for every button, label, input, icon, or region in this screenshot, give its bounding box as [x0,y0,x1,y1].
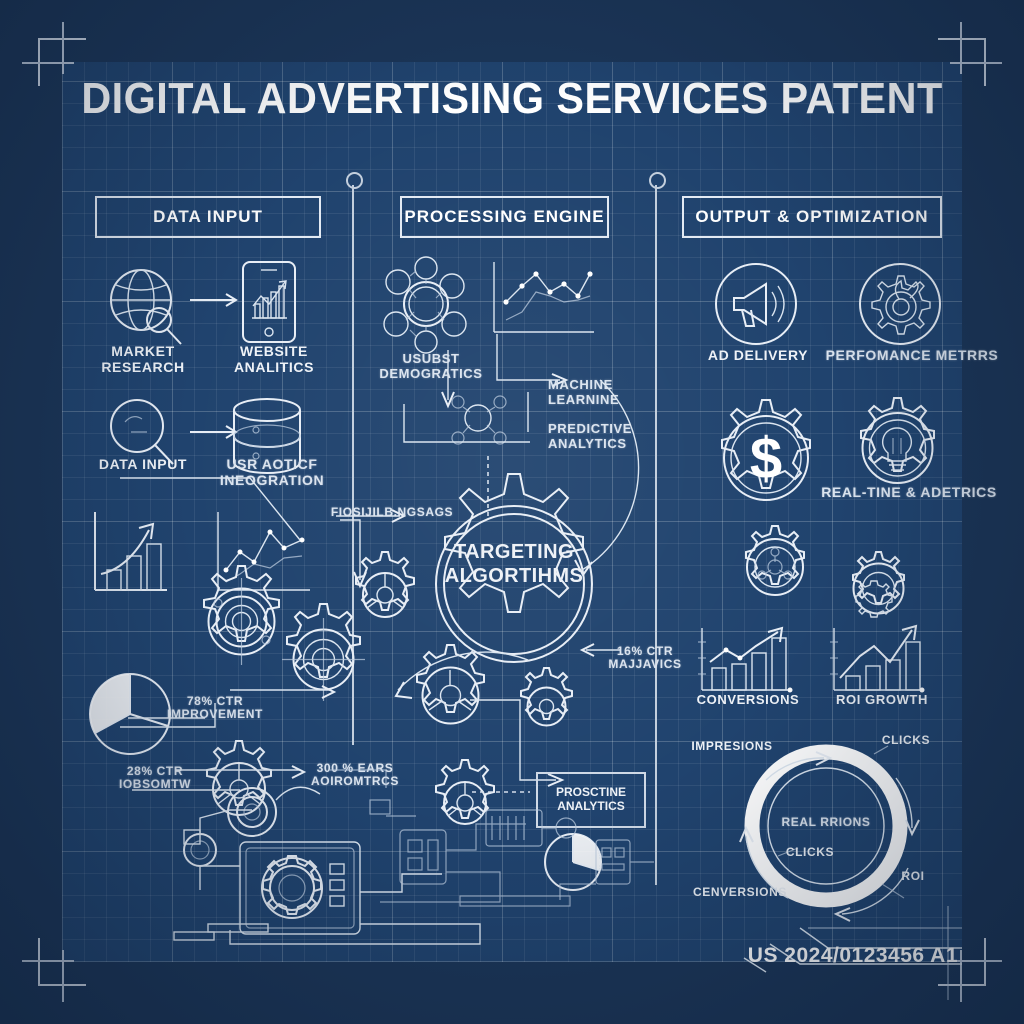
conversions-chart [698,626,793,693]
arc-arrow-2-head [394,681,413,699]
dollar-gear-icon: $ [721,399,811,501]
gear-icon [435,473,593,663]
cycle-stage-conversions: CENVERSIONS [693,885,787,899]
registration-tick [22,960,74,962]
annotation-roi-metrics: 300 % EARS AOIROMTRCS [311,761,399,789]
cycle-donut-chart [739,744,920,922]
registration-tick [950,62,1002,64]
column-divider-left [352,185,354,745]
page-title: DIGITAL ADVERTISING SERVICES PATENT [81,74,943,123]
cycle-stage-clicks: CLICKS [881,733,931,747]
label-website-analytics: WEBSITE ANALITICS [233,343,315,375]
boxed-label-predictive-analytics: PROSCTINE ANALYTICS [536,772,646,828]
divider-terminal-left [346,172,363,189]
divider-terminal-right [649,172,666,189]
section-header-processing-engine: PROCESSING ENGINE [400,196,609,238]
label-real-time-ad-metrics: REAL-TINE & ADETRICS [821,484,997,500]
lightbulb-gear-icon [860,397,935,484]
network-nodes-icon [451,395,507,445]
annotation-ctr-metrics: 16% CTR MAJJAVICS [608,644,682,672]
arrow-icon [190,293,238,307]
blueprint-paper [62,62,962,962]
annotation-processing-1: FIOSIJILB.NGSAGS [330,505,454,519]
gear-icon [520,667,573,727]
crop-mark-bottom-right [938,938,986,986]
annotation-ctr-improvement: 78% CTR IMPROVEMENT [167,694,263,722]
registration-tick [960,22,962,74]
label-targeting-algorithms: TARGETING ALGORTIHMS [444,541,584,587]
patent-number: US 2024/0123456 A1 [747,944,958,967]
gear-icon [203,565,280,665]
roi-growth-chart [830,624,925,693]
svg-text:$: $ [750,426,782,491]
cycle-inner-label: CLICKS [785,845,835,859]
cycle-stage-roi: ROI [901,869,925,883]
arc-arrow-head [574,559,593,577]
gear-icon [435,759,495,825]
section-header-output-optimization: OUTPUT & OPTIMIZATION [682,196,942,238]
label-conversions-chart: CONVERSIONS [696,692,800,707]
arc-arrow-2 [397,651,529,691]
connector-lines-center [336,334,620,793]
gear-icon [355,551,415,618]
label-ad-delivery: AD DELIVERY [707,347,809,363]
section-title: DATA INPUT [153,207,263,226]
database-icon [233,398,301,474]
label-predictive-analytics: PREDICTIVE ANALYTICS [548,421,633,451]
magnifier-icon [110,399,174,465]
registration-tick [22,62,74,64]
mobile-chart-icon [242,261,296,343]
column-divider-right [655,185,657,885]
registration-tick [62,950,64,1002]
label-machine-learning: MACHINE LEARNINE [548,377,620,407]
label-performance-metrics: PERFOMANCE METRRS [825,347,999,363]
section-header-data-input: DATA INPUT [95,196,321,238]
network-nodes-icon [383,256,467,354]
section-title: OUTPUT & OPTIMIZATION [695,207,929,226]
gear-wrench-icon [859,263,941,345]
arc-arrow [581,379,640,571]
cycle-stage-impressions: IMPRESIONS [691,739,773,753]
globe-magnifier-icon [110,269,182,345]
annotation-ctr-secondary: 28% CTR IOBSOMTW [118,764,192,792]
gear-icon [745,525,805,596]
growth-bar-chart [94,512,167,591]
registration-tick [62,22,64,74]
label-user-data-integration: USR AOTICF INEOGRATION [219,456,325,488]
pie-chart [89,673,171,755]
connector-lines-left [120,477,367,791]
label-roi-growth-chart: ROI GROWTH [836,692,928,707]
gear-icon [852,551,905,618]
label-user-demographics: USUBST DEMOGRATICS [379,351,483,381]
registration-tick [960,950,962,1002]
cycle-center-label: REAL RRIONS [781,815,871,829]
registration-tick [950,960,1002,962]
label-market-research: MARKET RESEARCH [101,343,185,375]
line-chart [493,262,594,333]
pie-chart [544,833,602,891]
megaphone-icon [715,263,797,345]
section-title: PROCESSING ENGINE [404,207,605,226]
label-data-input: DATA INPUT [98,456,188,472]
